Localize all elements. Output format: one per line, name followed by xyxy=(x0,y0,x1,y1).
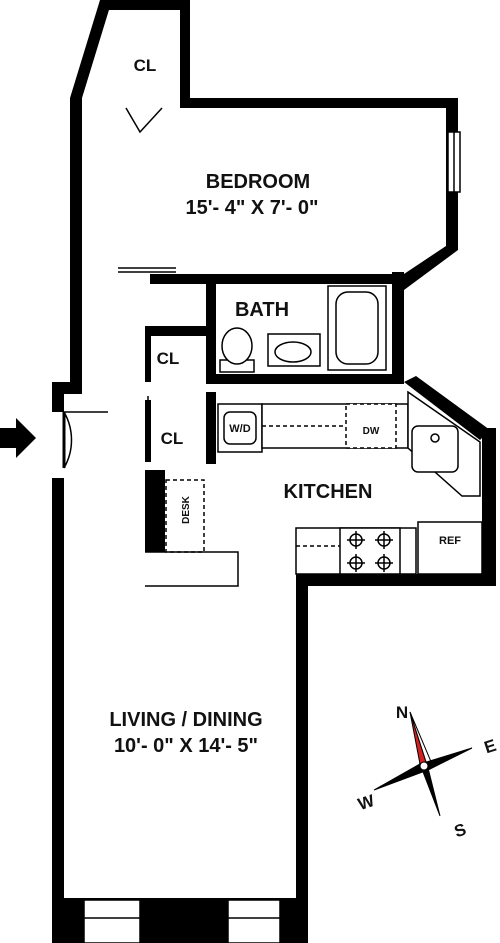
wall-bottom-pier-right xyxy=(280,898,308,943)
bedroom-label: BEDROOM xyxy=(206,171,310,193)
bath-fixtures xyxy=(219,285,387,373)
wall-desk-column xyxy=(145,470,165,552)
desk-label: DESK xyxy=(181,495,192,524)
desk xyxy=(165,479,205,553)
wall-closet-right xyxy=(180,0,190,100)
compass-n-label: N xyxy=(396,703,408,722)
wall-bottom-pier-left xyxy=(52,898,84,943)
wall-bedroom-right-diagonal xyxy=(392,238,458,290)
wall-bath-left xyxy=(206,274,216,384)
washer-dryer-label: W/D xyxy=(229,423,250,435)
wall-left-jog-down xyxy=(52,382,64,412)
wall-kitchen-right xyxy=(482,428,496,578)
living-dimensions: 10'- 0" X 14'- 5" xyxy=(114,735,258,757)
refrigerator xyxy=(417,521,483,575)
refrigerator-label: REF xyxy=(439,535,461,547)
wall-bedroom-right-lower xyxy=(392,272,404,382)
wall-left-upper xyxy=(70,98,82,390)
window-living-left xyxy=(83,899,141,943)
wall-closet-left-diagonal xyxy=(70,0,112,98)
compass-rose xyxy=(373,711,473,817)
wall-bath-closet-top xyxy=(150,326,210,336)
window-living-right xyxy=(227,899,281,943)
windows xyxy=(83,131,461,943)
closet-entry-label: CL xyxy=(161,429,184,448)
closet-bifold-door xyxy=(125,107,163,134)
closet-top-label: CL xyxy=(134,56,157,75)
living-label: LIVING / DINING xyxy=(109,709,262,731)
wall-bath-bottom xyxy=(206,374,404,384)
kitchen-sink xyxy=(411,425,459,473)
dishwasher-label: DW xyxy=(363,426,380,437)
wall-kitchen-bottom xyxy=(296,574,496,586)
compass-s-label: S xyxy=(452,820,469,842)
stove-burners xyxy=(347,531,393,572)
stove xyxy=(339,527,401,575)
wall-bottom-pier-mid xyxy=(140,898,228,943)
wall-left-lower xyxy=(52,478,64,903)
wall-living-right xyxy=(296,574,308,904)
doors xyxy=(62,107,176,469)
wall-bedroom-bottom xyxy=(150,274,400,284)
compass-w-label: W xyxy=(356,791,378,814)
entry-door-swing xyxy=(63,411,73,469)
bedroom-dimensions: 15'- 4" X 7'- 0" xyxy=(186,197,319,219)
bath-label: BATH xyxy=(235,299,289,321)
closet-bath-label: CL xyxy=(157,349,180,368)
compass-west-needle xyxy=(373,763,430,791)
compass-e-label: E xyxy=(482,736,499,758)
toilet-bowl xyxy=(221,327,253,365)
wall-entry-closet-right xyxy=(206,392,216,464)
wall-closet-top xyxy=(100,0,190,10)
kitchen-label: KITCHEN xyxy=(284,481,373,503)
desk-counter xyxy=(145,551,239,587)
dishwasher xyxy=(345,403,397,449)
wall-kitchen-diagonal xyxy=(404,376,490,440)
wall-bedroom-top xyxy=(180,98,456,108)
entry-arrow-icon xyxy=(0,418,36,458)
